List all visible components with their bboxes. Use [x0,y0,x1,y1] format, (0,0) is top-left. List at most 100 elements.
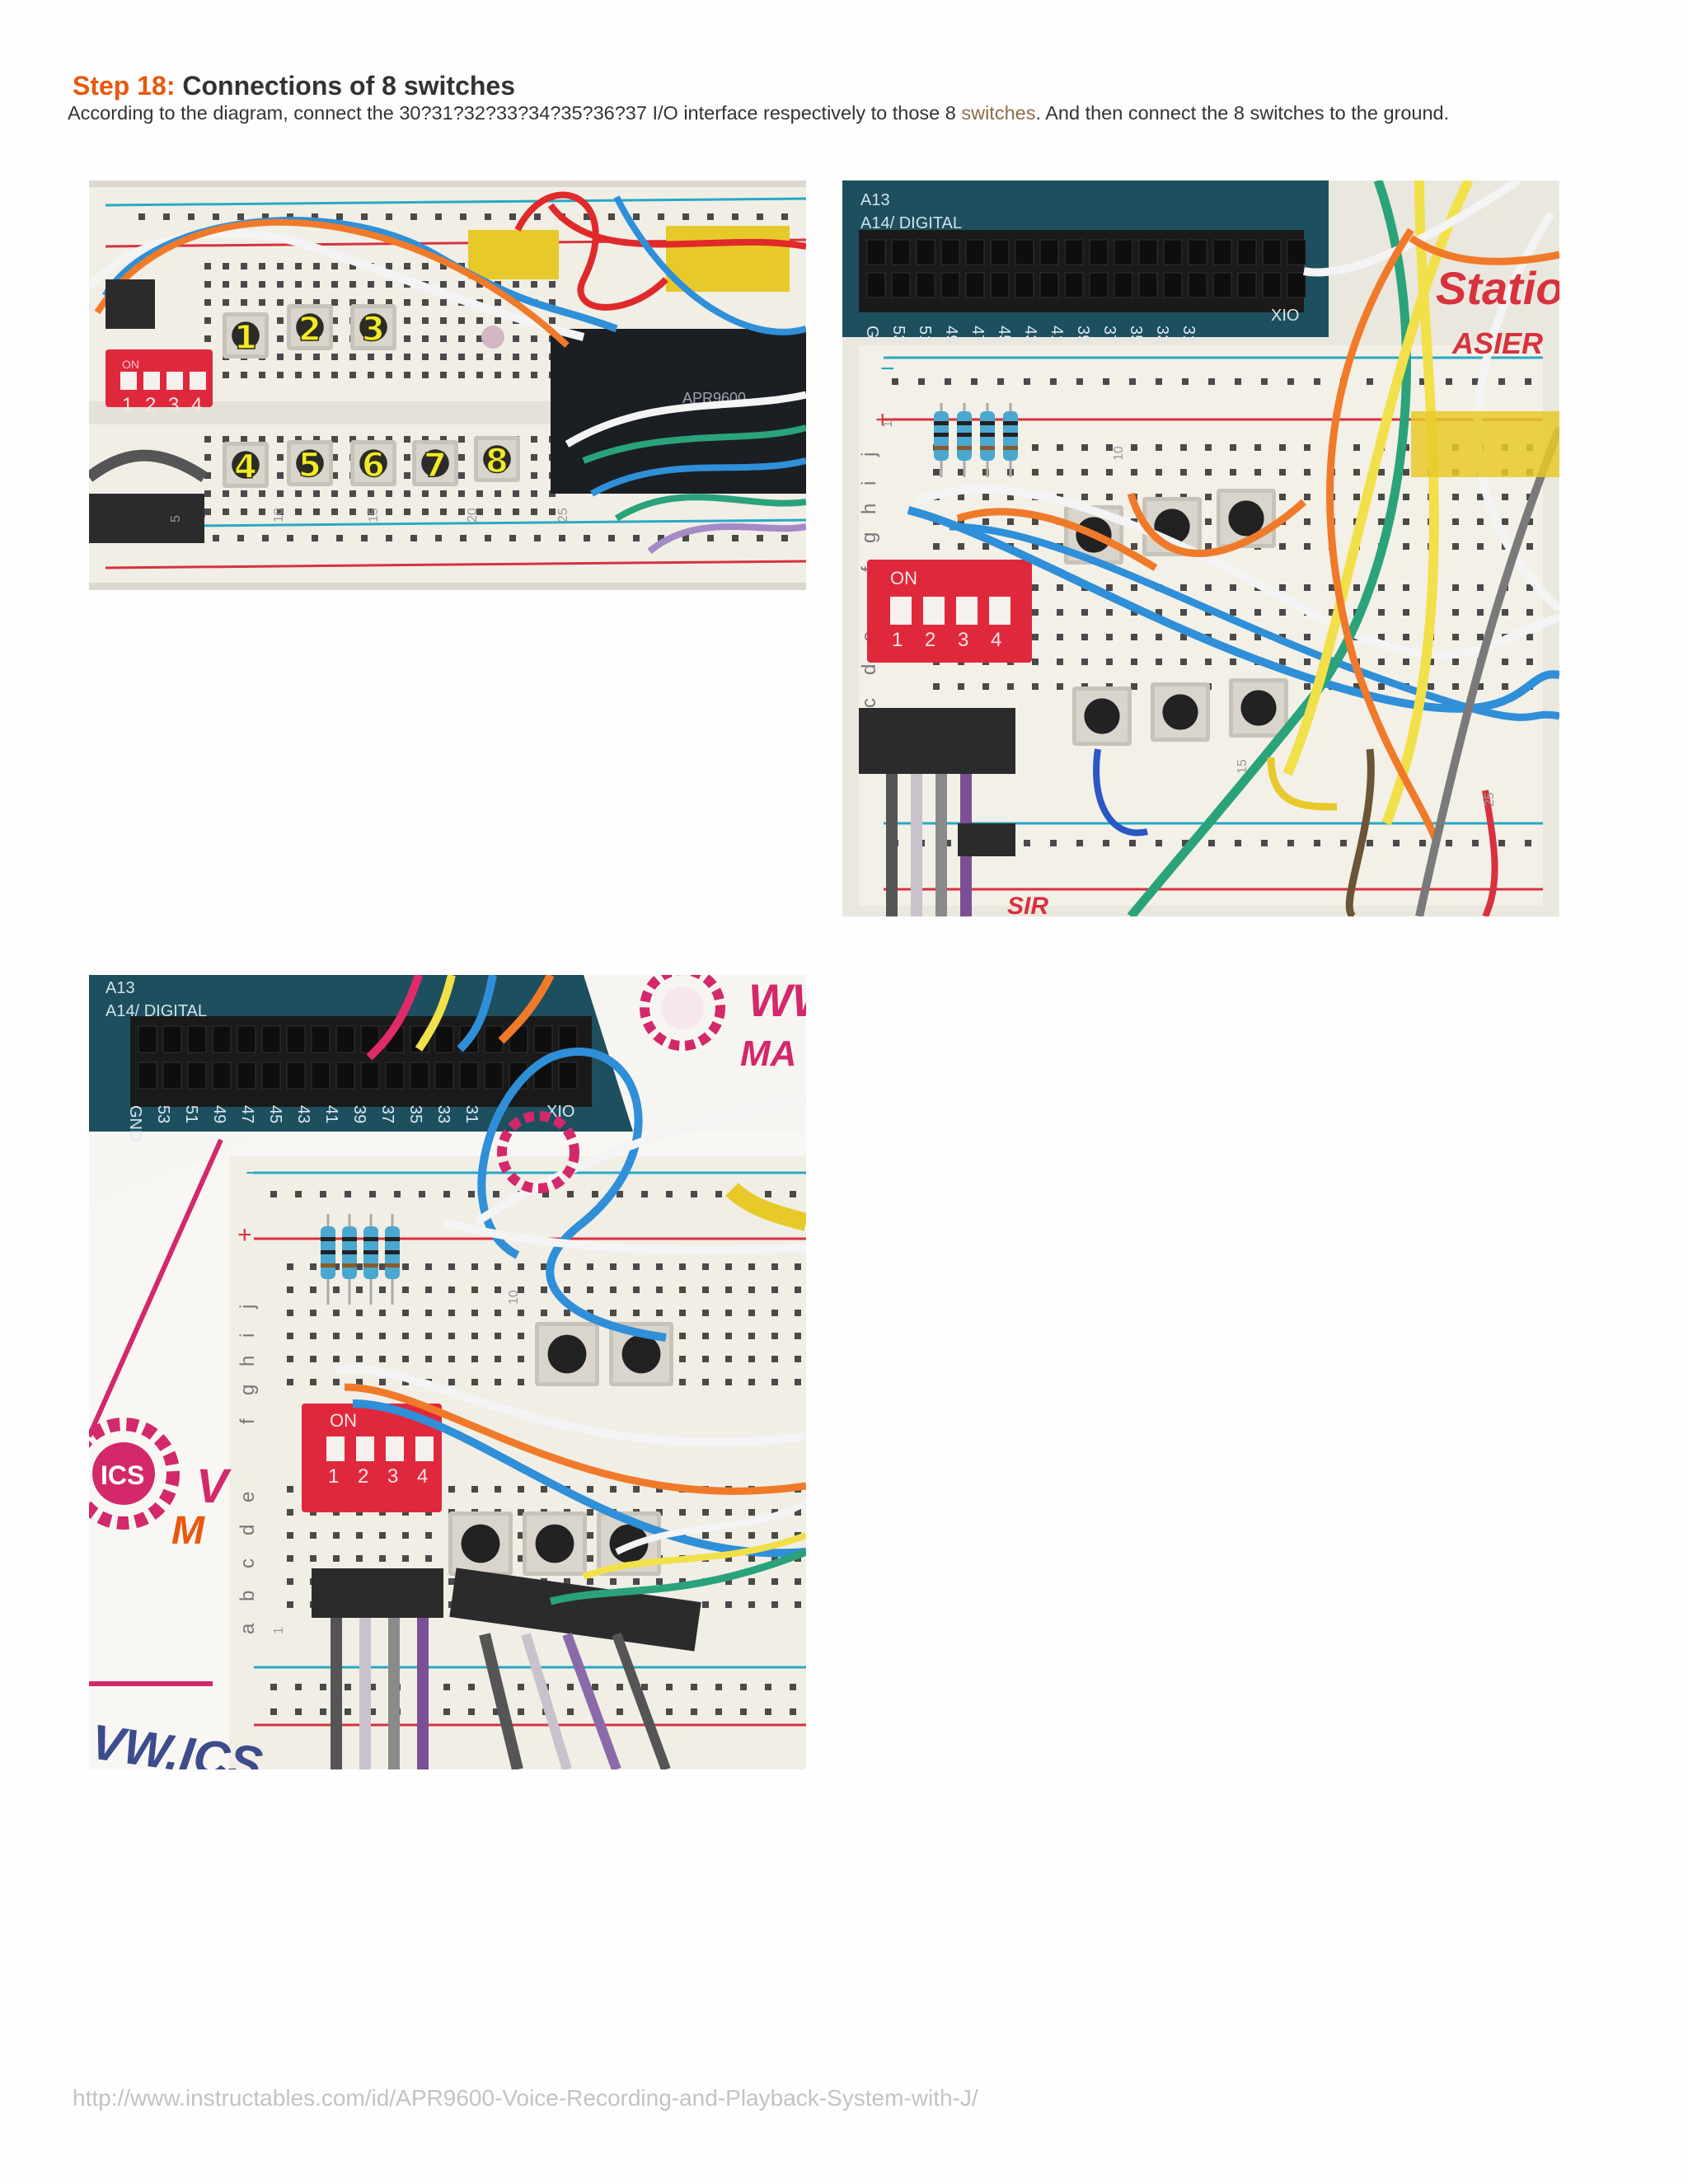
resistor [957,403,972,477]
pin-label: 39 [1074,326,1092,344]
button-number-label: 3 [362,311,385,349]
minus-label: − [246,1160,260,1187]
description-text-before: According to the diagram, connect the 30… [68,102,962,124]
row-number: 5 [169,515,183,523]
plus-label: + [875,406,890,434]
push-button [1151,682,1210,742]
dip-number: 3 [958,629,968,651]
ics-gear-logo-top [640,975,725,1051]
pin-label: 41 [322,1105,340,1123]
dip-number: 2 [358,1465,368,1488]
pin-label: 53 [889,326,907,344]
xio-label: XIO [1271,307,1299,325]
pin-label: 45 [266,1105,284,1123]
pin-label: 49 [942,326,960,344]
push-button: 3 [350,304,396,350]
pin-label: 37 [378,1105,396,1123]
step-title: Step 18: Connections of 8 switches [73,71,515,101]
pin-label: 33 [434,1105,452,1123]
pin-label: 31 [1179,326,1198,344]
column-number: 25 [1483,792,1497,807]
row-number: 20 [466,508,480,523]
watermark-top: WW [748,975,806,1026]
pin-label: 37 [1100,326,1118,344]
row-number: 10 [272,508,286,523]
watermark-bottom: SIR [1007,893,1048,916]
dip-number: 1 [892,629,903,651]
push-button: 7 [412,440,458,486]
pin-label: GND [126,1105,144,1141]
resistor [363,1214,378,1305]
button-number-label: 4 [234,448,257,486]
resistor [321,1214,335,1305]
dip-on-label: ON [890,568,917,588]
push-button [1072,687,1132,746]
header-label-a14: A14/ DIGITAL [106,1002,207,1020]
dip-number: 2 [145,394,156,416]
resistor [980,403,995,477]
dip-number: 4 [191,394,202,416]
dip-number: 3 [168,394,179,416]
row-letter: g [237,1385,259,1395]
pin-label: 51 [182,1105,200,1123]
row-letter: c [237,1558,259,1568]
pin-label: 51 [916,326,934,344]
switches-link[interactable]: switches [961,102,1036,124]
row-letter: d [858,664,880,675]
column-number: 10 [1112,446,1126,461]
dip-number: 1 [328,1465,339,1488]
resistor [385,1214,400,1305]
step-label: Step 18: [73,71,176,101]
push-button: 8 [474,436,520,482]
header-label-a14: A14/ DIGITAL [860,214,962,232]
resistor [1003,403,1018,477]
resistor [342,1214,357,1305]
push-button [1229,678,1288,738]
step-heading: Connections of 8 switches [182,71,515,101]
push-button [523,1511,587,1576]
pin-label: 31 [462,1105,481,1123]
description-text-after: . And then connect the 8 switches to the… [1035,102,1450,124]
pin-label: 47 [238,1105,256,1123]
step-description: According to the diagram, connect the 30… [68,102,1449,124]
pin-label: 33 [1153,326,1171,344]
button-number-label: 6 [362,447,385,485]
pin-label: 35 [1127,326,1145,344]
dip-on-label: ON [122,358,139,371]
pin-label: 47 [968,326,987,344]
pin-label: 43 [294,1105,312,1123]
row-letter: a [237,1623,259,1634]
row-number: 15 [367,508,381,523]
dip-on-label: ON [330,1410,357,1431]
dip-number: 4 [417,1465,428,1488]
dip-number: 4 [991,629,1001,651]
row-letter: j [237,1305,259,1310]
source-url[interactable]: http://www.instructables.com/id/APR9600-… [73,2085,978,2111]
dip-number: 3 [387,1465,398,1488]
pin-label: 35 [406,1105,424,1123]
button-number-label: 7 [424,447,447,485]
button-number-label: 8 [485,443,509,480]
push-button: 4 [223,442,269,488]
header-label-a13: A13 [106,979,135,997]
pin-label: 45 [995,326,1013,344]
minus-label: − [880,355,895,382]
row-number: 25 [556,508,570,523]
push-button [535,1322,599,1386]
push-button: 6 [350,440,396,486]
row-letter: b [237,1591,259,1601]
column-number: 1 [272,1627,286,1634]
row-letter: e [237,1492,259,1502]
button-number-label: 2 [298,311,321,349]
push-button: 2 [287,304,333,350]
push-button [448,1511,513,1576]
row-letter: c [858,698,880,708]
dip-number: 2 [925,629,935,651]
plus-label: + [237,1221,252,1249]
dip-switch [867,560,1032,663]
